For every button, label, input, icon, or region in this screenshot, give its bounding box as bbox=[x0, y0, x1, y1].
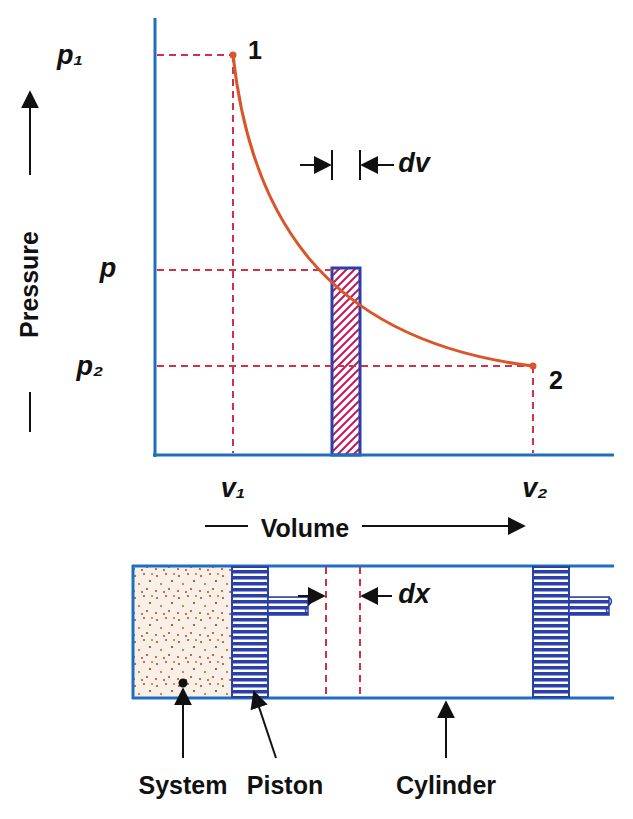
state-number: 2 bbox=[549, 368, 563, 393]
part-name: System bbox=[139, 773, 228, 798]
axis-arrows bbox=[30, 92, 524, 526]
dimension-label: dv bbox=[398, 150, 430, 177]
state-number: 1 bbox=[248, 38, 262, 63]
piston-displaced bbox=[533, 567, 612, 697]
axis-title: Pressure bbox=[18, 230, 43, 337]
dx-dimension bbox=[298, 567, 392, 697]
state-point bbox=[530, 363, 537, 370]
dimension-label: dx bbox=[398, 581, 430, 608]
state-point bbox=[230, 52, 237, 59]
part-name: Cylinder bbox=[396, 773, 496, 798]
dv-dimension bbox=[300, 150, 394, 180]
guide-lines bbox=[157, 55, 533, 453]
part-name: Piston bbox=[247, 773, 323, 798]
axis-title: Volume bbox=[261, 516, 349, 541]
axes bbox=[153, 18, 614, 457]
pressure-mark: p₁ bbox=[57, 42, 83, 69]
leader-lines bbox=[180, 680, 447, 759]
pressure-mark: p₂ bbox=[77, 353, 104, 380]
pressure-mark: p bbox=[100, 255, 117, 282]
volume-mark: v₁ bbox=[221, 475, 246, 502]
process-curve bbox=[233, 55, 533, 366]
volume-mark: v₂ bbox=[522, 475, 547, 502]
cylinder bbox=[132, 565, 614, 699]
piston bbox=[232, 567, 311, 697]
